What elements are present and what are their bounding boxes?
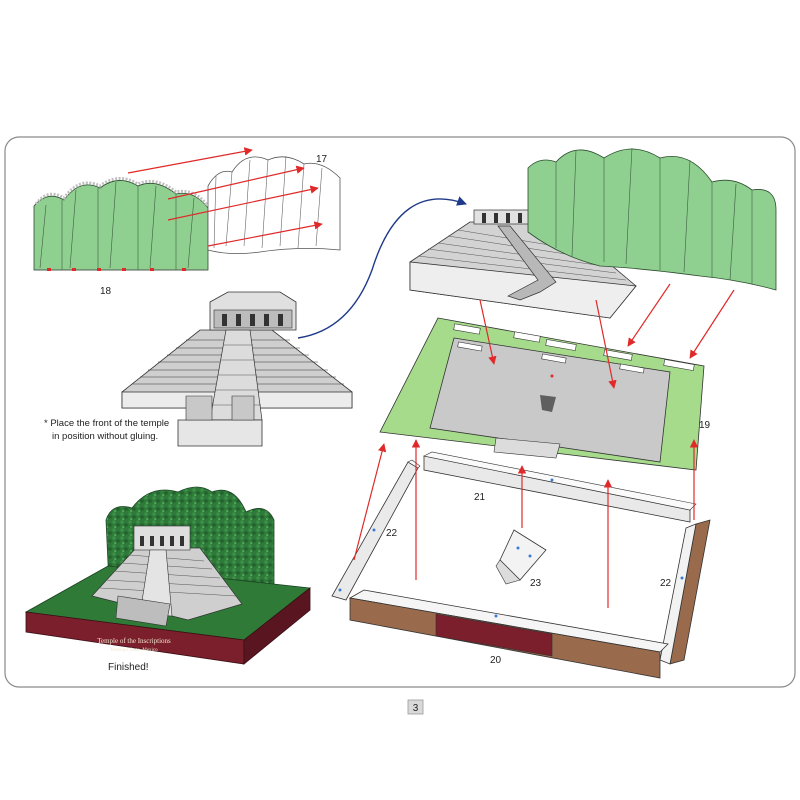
label-22-right: 22 <box>660 578 672 589</box>
plaque-title: Temple of the Inscriptions <box>97 637 171 645</box>
label-23: 23 <box>530 578 542 589</box>
part-22-left <box>331 459 421 601</box>
finished-model <box>24 486 312 665</box>
plaque-subtitle: Palenque State, Mexico <box>110 648 158 653</box>
label-20: 20 <box>490 655 502 666</box>
blue-curve-arrow <box>297 196 467 339</box>
temple-pyramid <box>121 291 353 447</box>
part-19-base-board <box>379 317 705 471</box>
part-23-wedge <box>495 529 547 585</box>
part-18-foliage-backdrop <box>33 177 210 271</box>
arrows-to-base-top <box>479 283 735 389</box>
note-line-2: in position without gluing. <box>52 431 158 442</box>
note-line-1: * Place the front of the temple <box>44 418 169 429</box>
finished-label: Finished! <box>108 662 149 673</box>
page-number-box <box>407 699 424 715</box>
part-20-front-base <box>348 589 669 679</box>
label-18: 18 <box>100 286 112 297</box>
part-22-right <box>659 519 711 665</box>
page-number: 3 <box>413 703 419 714</box>
arrows-18-to-17 <box>127 147 323 247</box>
foliage-wall-right <box>527 147 777 291</box>
label-21: 21 <box>474 492 486 503</box>
label-19: 19 <box>699 420 711 431</box>
part-21-beam <box>423 451 697 523</box>
arrows-to-base-bottom <box>353 439 699 608</box>
label-22-left: 22 <box>386 528 398 539</box>
label-17: 17 <box>316 154 328 165</box>
